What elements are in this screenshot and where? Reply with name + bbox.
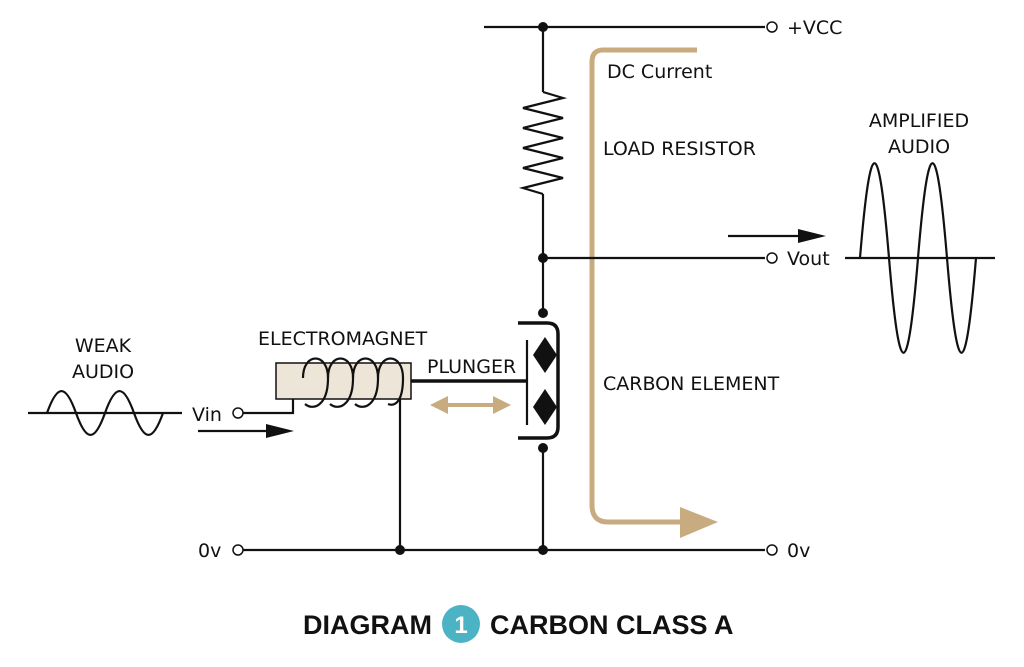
amplified-audio-waveform	[845, 162, 995, 354]
weak-audio-waveform	[28, 390, 182, 436]
carbon-granule-bottom	[533, 389, 557, 425]
plunger-motion-arrow-icon	[430, 396, 511, 414]
coil-windings	[301, 357, 405, 408]
diagram-number: 1	[454, 612, 467, 639]
vout-label: Vout	[787, 248, 830, 270]
dc-current-label: DC Current	[607, 61, 712, 83]
dc-current-arrowhead	[680, 507, 718, 538]
vcc-label: +VCC	[787, 17, 842, 39]
amplified-audio-label-line2: AUDIO	[888, 136, 950, 158]
amplified-audio-label-line1: AMPLIFIED	[869, 110, 969, 132]
diagram-number-badge	[442, 605, 480, 643]
carbon-granule-top	[533, 337, 557, 373]
dc-current-path	[589, 47, 718, 538]
electromagnet-core	[275, 362, 412, 400]
vcc-rail	[484, 21, 778, 33]
load-resistor	[518, 27, 568, 258]
vin-arrow-icon	[266, 424, 294, 438]
vin-input	[198, 399, 295, 438]
electromagnet-label: ELECTROMAGNET	[258, 328, 428, 350]
plunger-label: PLUNGER	[427, 356, 516, 378]
ground-terminal-left	[232, 544, 244, 556]
title-suffix: CARBON CLASS A	[490, 610, 734, 640]
ground-label-left: 0v	[198, 540, 221, 562]
electromagnet	[275, 357, 412, 408]
carbon-element	[518, 258, 560, 550]
vin-terminal	[232, 407, 244, 419]
vout-line	[538, 229, 826, 264]
ground-label-right: 0v	[787, 540, 810, 562]
load-resistor-label: LOAD RESISTOR	[603, 138, 756, 160]
vout-terminal	[766, 252, 778, 264]
carbon-element-label: CARBON ELEMENT	[603, 373, 780, 395]
diagram-title: DIAGRAM 1 CARBON CLASS A	[303, 605, 734, 643]
weak-audio-label-line2: AUDIO	[72, 361, 134, 383]
vin-label: Vin	[192, 404, 222, 426]
vout-arrow-icon	[798, 229, 826, 243]
title-prefix: DIAGRAM	[303, 610, 432, 640]
ground-terminal-right	[766, 544, 778, 556]
vcc-terminal	[766, 21, 778, 33]
weak-audio-label-line1: WEAK	[75, 335, 132, 357]
ground-rail	[232, 544, 778, 556]
